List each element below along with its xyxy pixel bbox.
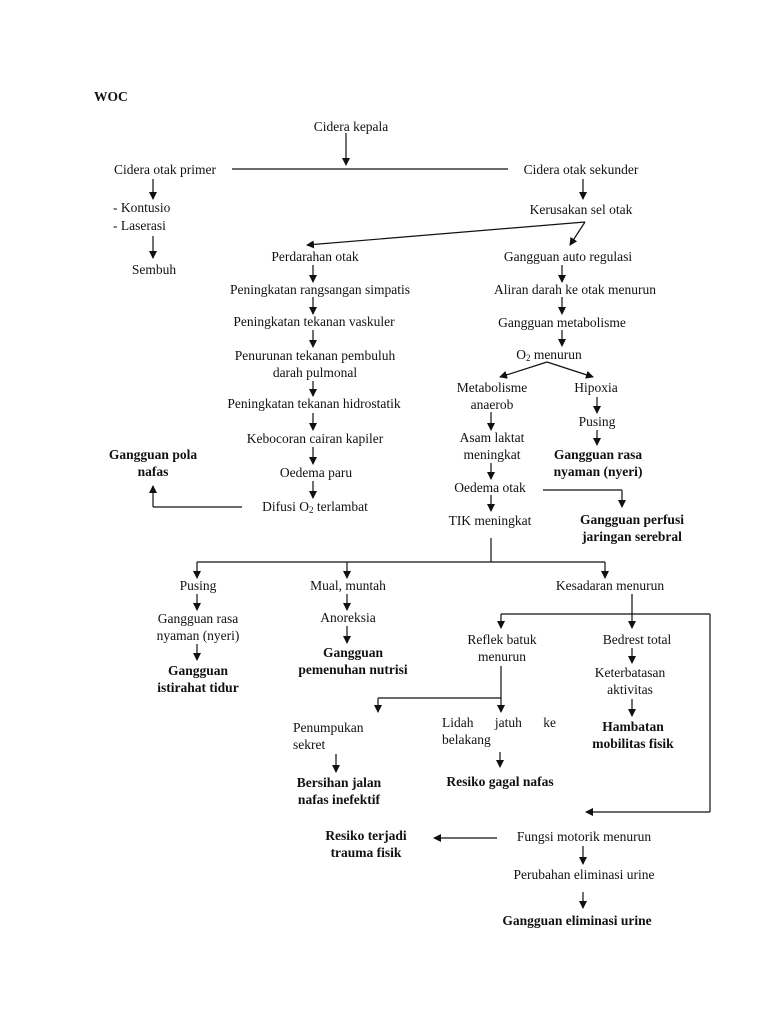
dx-mobilitas-fisik-line1: Hambatan [602, 719, 664, 734]
dx-nutrisi-line1: Gangguan [322, 645, 384, 660]
o2-text: menurun [530, 347, 582, 362]
node-perdarahan: Perdarahan otak [271, 249, 359, 264]
dx-perfusi-line2: jaringan serebral [582, 529, 682, 544]
dx-rasa-nyaman: Gangguan rasa nyaman (nyeri) [554, 446, 643, 480]
dx-istirahat-tidur: Gangguan istirahat tidur [157, 662, 238, 696]
node-refleks-batuk-line2: menurun [477, 649, 526, 664]
node-oedema-otak: Oedema otak [454, 480, 526, 495]
dx-gagal-nafas: Resiko gagal nafas [446, 774, 554, 789]
diagram-title: WOC [94, 89, 128, 104]
node-hipoxia: Hipoxia [574, 380, 618, 395]
arrow [306, 221, 586, 249]
dx-nutrisi: Gangguan pemenuhan nutrisi [298, 644, 407, 678]
dx-perfusi-line1: Gangguan perfusi [580, 512, 684, 527]
node-penurunan-tekanan-line1: Penurunan tekanan pembuluh [234, 348, 396, 363]
node-difusi: Difusi O2 terlambat [262, 498, 368, 515]
jatuh-word: jatuh [494, 715, 522, 730]
node-bedrest: Bedrest total [602, 632, 672, 647]
dx-jalan-nafas-line2: nafas inefektif [297, 792, 381, 807]
node-fungsi-motorik: Fungsi motorik menurun [516, 829, 652, 844]
node-rangsangan-simpatis: Peningkatan rangsangan simpatis [230, 282, 410, 297]
o2-symbol: O [516, 347, 526, 362]
node-tekanan-hidrostatik: Peningkatan tekanan hidrostatik [227, 396, 401, 411]
dx-mobilitas-fisik: Hambatan mobilitas fisik [592, 718, 673, 752]
node-keterbatasan-line1: Keterbatasan [594, 665, 666, 680]
dx-trauma-fisik: Resiko terjadi trauma fisik [325, 827, 406, 861]
dx-nutrisi-line2: pemenuhan nutrisi [298, 662, 408, 677]
dx-istirahat-tidur-line2: istirahat tidur [157, 680, 239, 695]
node-penumpukan-sekret-line2: sekret [293, 737, 326, 752]
node-penumpukan-sekret: Penumpukan sekret [293, 719, 364, 753]
node-cidera-sekunder: Cidera otak sekunder [523, 162, 639, 177]
node-rasa-nyaman-2: Gangguan rasa nyaman (nyeri) [157, 610, 240, 644]
node-eliminasi: Perubahan eliminasi urine [513, 867, 655, 882]
node-penurunan-tekanan: Penurunan tekanan pembuluh darah pulmona… [235, 347, 395, 381]
node-asam-laktat-line2: meningkat [463, 447, 521, 462]
dx-istirahat-tidur-line1: Gangguan [167, 663, 229, 678]
dx-rasa-nyaman-line2: nyaman (nyeri) [553, 464, 643, 479]
difusi-text: Difusi O [262, 499, 310, 514]
node-anoreksia: Anoreksia [320, 610, 376, 625]
dx-trauma-fisik-line1: Resiko terjadi [325, 828, 407, 843]
node-mual: Mual, muntah [310, 578, 386, 593]
dx-pola-nafas: Gangguan pola nafas [109, 446, 197, 480]
arrow [569, 221, 586, 246]
node-sembuh: Sembuh [131, 262, 177, 277]
node-lidah-jatuh-line2: belakang [442, 732, 491, 747]
node-lidah-jatuh-line1: Lidah jatuh ke [442, 714, 556, 731]
node-tik: TIK meningkat [448, 513, 532, 528]
arrow [499, 361, 548, 379]
node-keterbatasan: Keterbatasan aktivitas [595, 664, 665, 698]
dx-pola-nafas-line2: nafas [137, 464, 169, 479]
node-lidah-jatuh: Lidah jatuh ke belakang [442, 714, 556, 748]
dx-jalan-nafas-line1: Bersihan jalan [296, 775, 382, 790]
node-penurunan-tekanan-line2: darah pulmonal [272, 365, 358, 380]
node-cidera-kepala: Cidera kepala [313, 119, 389, 134]
node-penumpukan-sekret-line1: Penumpukan [293, 720, 364, 735]
node-kesadaran: Kesadaran menurun [555, 578, 665, 593]
difusi-subscript: 2 [309, 505, 314, 515]
arrow [546, 361, 594, 379]
dx-pola-nafas-line1: Gangguan pola [108, 447, 198, 462]
node-gangguan-metabolisme: Gangguan metabolisme [498, 315, 626, 330]
node-laserasi: - Laserasi [113, 218, 166, 233]
node-rasa-nyaman-2-line1: Gangguan rasa [157, 611, 239, 626]
node-auto-regulasi: Gangguan auto regulasi [503, 249, 633, 264]
dx-rasa-nyaman-line1: Gangguan rasa [553, 447, 643, 462]
node-keterbatasan-line2: aktivitas [607, 682, 653, 697]
node-pusing-1: Pusing [578, 414, 616, 429]
node-oedema-paru: Oedema paru [279, 465, 353, 480]
node-kebocoran: Kebocoran cairan kapiler [246, 431, 384, 446]
node-kerusakan-sel: Kerusakan sel otak [529, 202, 633, 217]
node-aliran-darah: Aliran darah ke otak menurun [494, 282, 656, 297]
node-rasa-nyaman-2-line2: nyaman (nyeri) [156, 628, 240, 643]
node-metabolisme-anaerob-line1: Metabolisme [456, 380, 528, 395]
dx-mobilitas-fisik-line2: mobilitas fisik [592, 736, 674, 751]
node-metabolisme-anaerob: Metabolisme anaerob [457, 379, 528, 413]
node-refleks-batuk-line1: Reflek batuk [467, 632, 537, 647]
node-asam-laktat: Asam laktat meningkat [460, 429, 525, 463]
node-metabolisme-anaerob-line2: anaerob [470, 397, 514, 412]
difusi-text-end: terlambat [313, 499, 368, 514]
node-pusing-2: Pusing [179, 578, 217, 593]
dx-jalan-nafas: Bersihan jalan nafas inefektif [297, 774, 381, 808]
dx-trauma-fisik-line2: trauma fisik [330, 845, 402, 860]
lidah-word: Lidah [442, 715, 474, 730]
node-asam-laktat-line1: Asam laktat [459, 430, 525, 445]
node-tekanan-vaskuler: Peningkatan tekanan vaskuler [233, 314, 395, 329]
o2-subscript: 2 [525, 353, 531, 363]
dx-perfusi: Gangguan perfusi jaringan serebral [580, 511, 684, 545]
node-cidera-primer: Cidera otak primer [114, 162, 216, 177]
ke-word: ke [543, 715, 556, 730]
dx-eliminasi-urine: Gangguan eliminasi urine [502, 913, 652, 928]
node-o2-menurun: O2 menurun [516, 346, 582, 363]
node-refleks-batuk: Reflek batuk menurun [467, 631, 536, 665]
node-kontusio: - Kontusio [113, 200, 171, 215]
